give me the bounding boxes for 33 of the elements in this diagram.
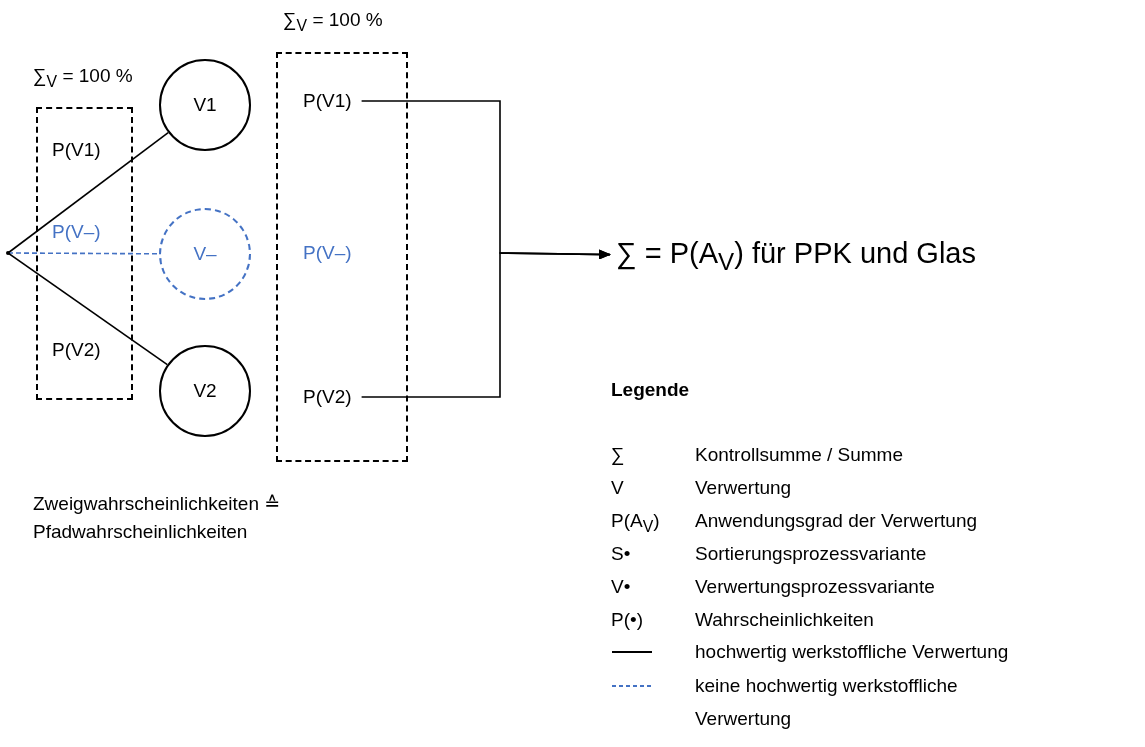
arrow: [360, 249, 611, 398]
legend-text: Verwertungsprozessvariante: [695, 575, 935, 599]
branch-line: [7, 131, 169, 254]
legend-text: keine hochwertig werkstoffliche Verwertung: [695, 674, 959, 731]
legend-text: Wahrscheinlichkeiten: [695, 608, 874, 632]
result-text: ∑ = P(A$_{V}$) für PPK und Glas: [616, 234, 976, 281]
legend-symbol: V: [611, 476, 624, 500]
sum-heading: ∑$_{V}$ = 100 %: [283, 8, 383, 36]
legend-text: Kontrollsumme / Summe: [695, 443, 903, 467]
caption-text: Zweigwahrscheinlichkeiten ≙ Pfadwahrscheinlichkeiten: [33, 492, 282, 544]
legend-text: hochwertig werkstoffliche Verwertung: [695, 640, 1010, 664]
probability-label: P(V–): [52, 220, 101, 244]
state-circle: V2: [159, 345, 251, 437]
state-circle: V–: [159, 208, 251, 300]
legend-symbol: S•: [611, 542, 631, 566]
probability-label: P(V2): [52, 338, 101, 362]
legend-text: Sortierungsprozessvariante: [695, 542, 927, 566]
legend-symbol: P(•): [611, 608, 643, 632]
state-circle: V1: [159, 59, 251, 151]
branch-point: [6, 251, 10, 255]
branch-line: [7, 252, 160, 255]
legend-text: Anwendungsgrad der Verwertung: [695, 509, 978, 533]
legend-symbol: P(A$_{V}$): [611, 509, 660, 537]
sum-heading: ∑$_{V}$ = 100 %: [33, 64, 133, 92]
probability-label: P(V2): [303, 385, 352, 409]
legend-symbol: V•: [611, 575, 631, 599]
probability-label: P(V1): [303, 89, 352, 113]
legend-text: Verwertung: [695, 476, 792, 500]
legend-heading: Legende: [611, 378, 690, 402]
branch-line: [7, 252, 169, 366]
probability-label: P(V1): [52, 138, 101, 162]
legend-symbol: ∑: [611, 443, 625, 467]
probability-label: P(V–): [303, 241, 352, 265]
